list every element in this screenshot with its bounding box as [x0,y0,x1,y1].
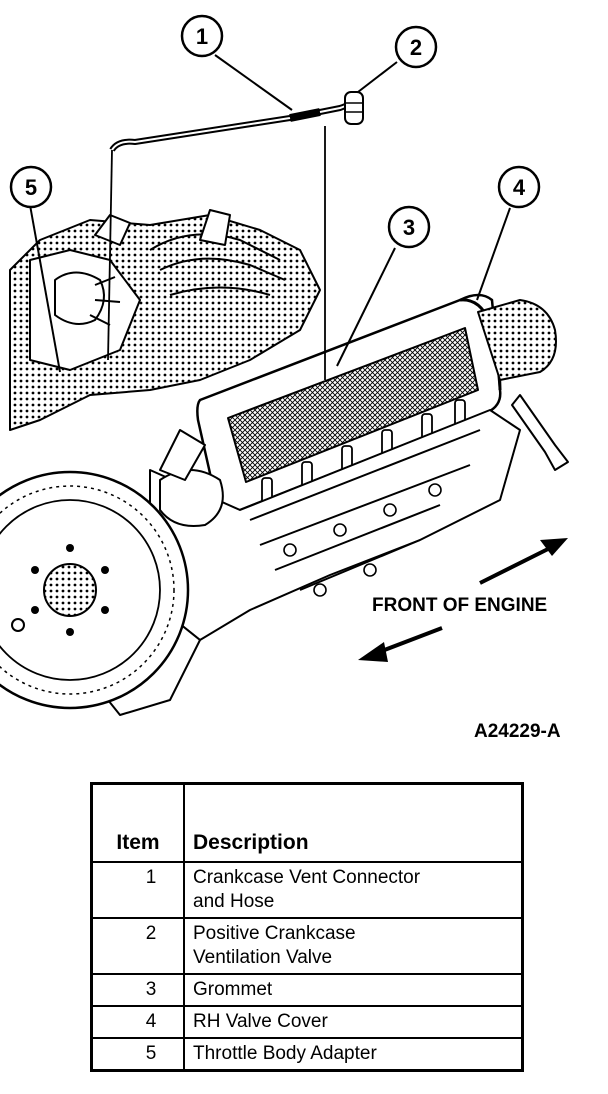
engine-illustration [0,91,569,716]
description-line: Throttle Body Adapter [193,1043,377,1064]
legend-row: 4 RH Valve Cover [90,1005,524,1039]
legend-header-row: Item Description [90,782,524,863]
engine-diagram: 1 2 3 4 5 FRONT OF ENGINE [0,14,569,716]
legend-row: 5 Throttle Body Adapter [90,1037,524,1072]
front-of-engine-label: FRONT OF ENGINE [372,595,547,616]
item-number: 1 [90,861,185,919]
item-number: 5 [90,1037,185,1072]
callout-2: 2 [394,25,438,69]
callout-4: 4 [497,165,541,209]
leader-lines [29,54,511,373]
item-number: 2 [90,917,185,975]
description-line: RH Valve Cover [193,1011,328,1032]
item-description: Crankcase Vent Connector and Hose [183,861,524,919]
arrow-up-right-icon [479,538,568,585]
item-number: 3 [90,973,185,1007]
arrow-down-left-icon [358,626,443,662]
description-line: Ventilation Valve [193,947,333,968]
svg-text:5: 5 [25,175,37,200]
item-column-header: Item [90,782,185,863]
item-description: Positive Crankcase Ventilation Valve [183,917,524,975]
description-line: Grommet [193,979,273,1000]
legend-row: 3 Grommet [90,973,524,1007]
item-number: 4 [90,1005,185,1039]
item-description: RH Valve Cover [183,1005,524,1039]
svg-text:2: 2 [410,35,422,60]
description-line: and Hose [193,891,275,912]
svg-text:3: 3 [403,215,415,240]
item-description: Grommet [183,973,524,1007]
legend-table: Item Description 1 Crankcase Vent Connec… [90,782,524,1072]
legend-row: 2 Positive Crankcase Ventilation Valve [90,917,524,975]
svg-text:4: 4 [513,175,526,200]
svg-text:1: 1 [196,24,208,49]
item-description: Throttle Body Adapter [183,1037,524,1072]
figure-id: A24229-A [474,721,561,742]
callout-1: 1 [180,14,224,58]
callout-3: 3 [387,205,431,249]
description-line: Positive Crankcase [193,923,356,944]
description-line: Crankcase Vent Connector [193,867,421,888]
callout-5: 5 [9,165,53,209]
description-column-header: Description [183,782,524,863]
front-direction-indicator: FRONT OF ENGINE [358,538,568,662]
legend-row: 1 Crankcase Vent Connector and Hose [90,861,524,919]
